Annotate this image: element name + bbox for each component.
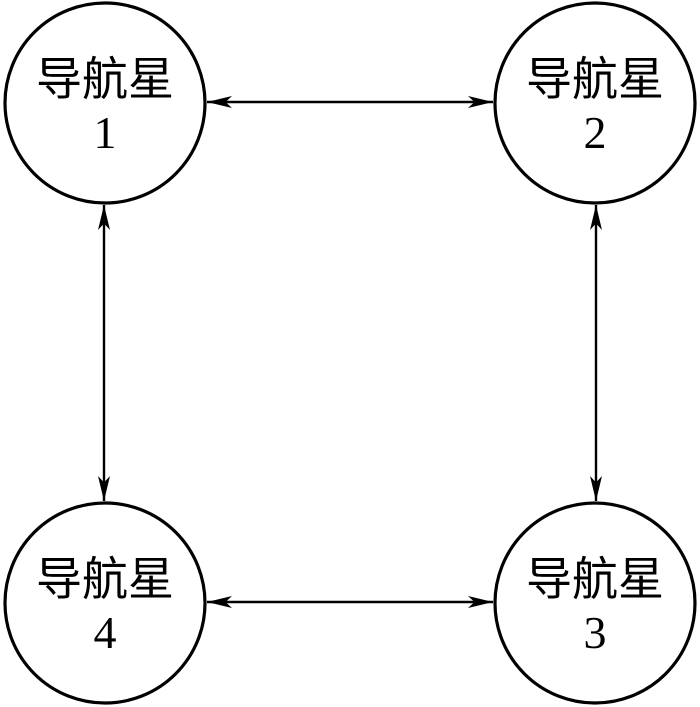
- node-label: 导航星: [36, 54, 174, 105]
- node-circle: [493, 501, 697, 705]
- node-label: 导航星: [526, 554, 664, 605]
- node-nav-star-3: 导航星 3: [493, 501, 697, 705]
- node-nav-star-4: 导航星 4: [3, 501, 207, 705]
- node-number: 2: [584, 107, 607, 158]
- node-number: 4: [94, 607, 117, 658]
- node-nav-star-2: 导航星 2: [493, 1, 697, 205]
- node-circle: [3, 501, 207, 705]
- node-nav-star-1: 导航星 1: [3, 1, 207, 205]
- node-number: 3: [584, 607, 607, 658]
- node-number: 1: [94, 107, 117, 158]
- node-label: 导航星: [526, 54, 664, 105]
- node-label: 导航星: [36, 554, 174, 605]
- node-circle: [3, 1, 207, 205]
- node-circle: [493, 1, 697, 205]
